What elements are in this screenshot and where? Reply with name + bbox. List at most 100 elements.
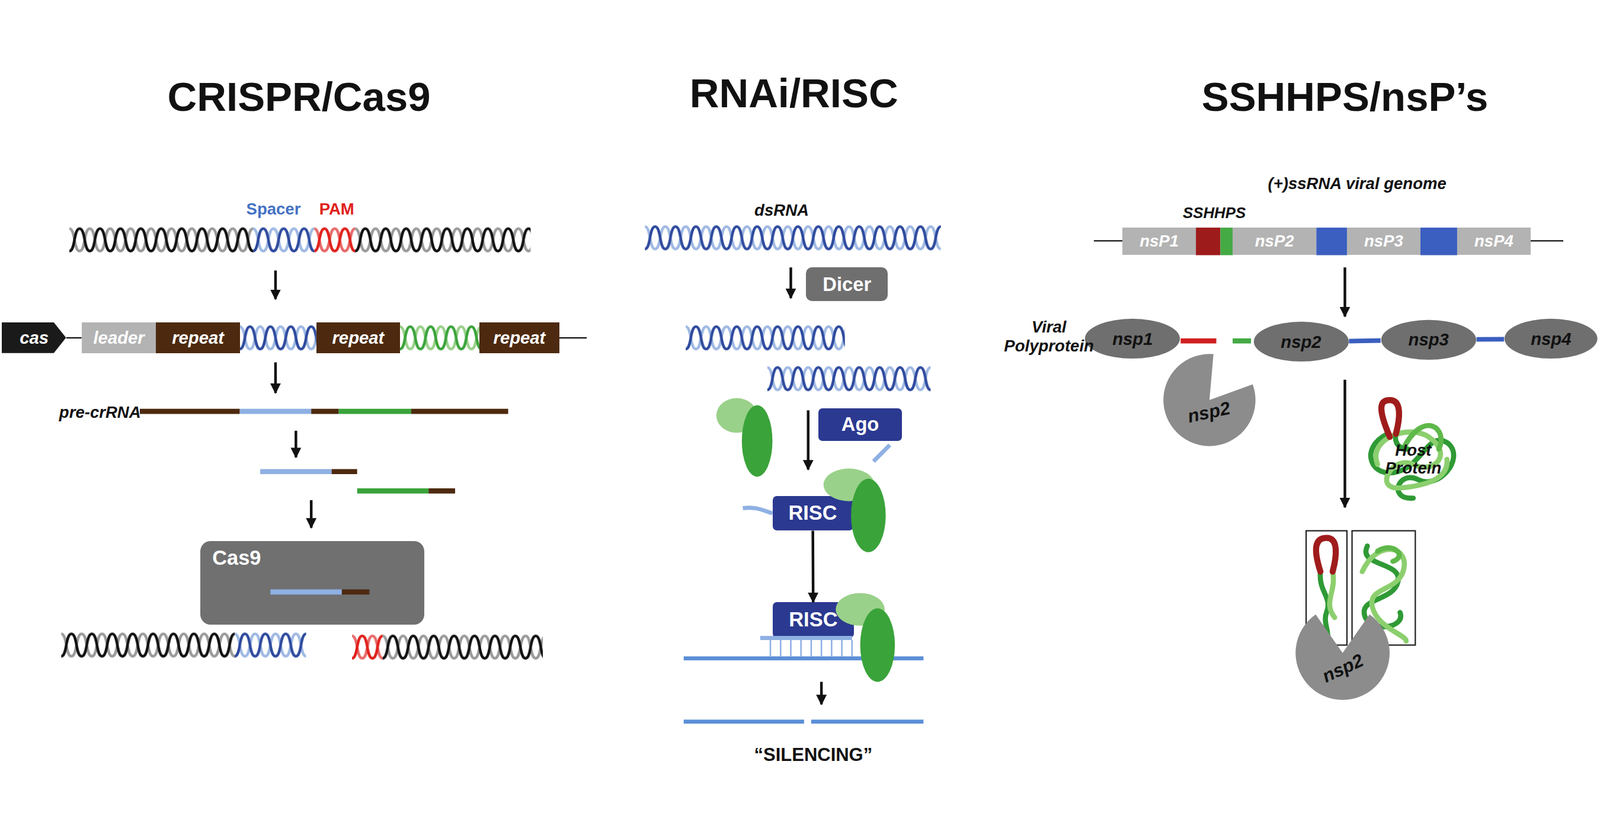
node-text: Host Protein	[1377, 441, 1450, 478]
ellipse-shape	[1253, 321, 1349, 362]
ellipse-shape	[1504, 318, 1598, 359]
repeat-box: repeat	[155, 322, 240, 354]
step-arrow	[294, 430, 297, 458]
spacer-helix	[234, 630, 307, 659]
panel-title: RNAi/RISC	[689, 70, 899, 118]
repeat-box: repeat	[479, 322, 559, 354]
dna-helix	[69, 225, 254, 255]
pam-helix	[314, 225, 355, 255]
molecule-label: Viral Polyprotein	[1000, 318, 1098, 356]
dicer-box: Dicer	[805, 267, 888, 302]
pacman-shape	[1293, 603, 1392, 702]
crrna	[331, 468, 358, 475]
node-text: cas	[19, 328, 49, 348]
pacman-shape	[1161, 352, 1258, 448]
cleaved-mrna	[683, 719, 805, 724]
crrna	[428, 488, 456, 494]
node-text: nsP4	[1474, 232, 1514, 251]
node-text: nsP2	[1255, 232, 1295, 251]
protein-ellipse: nsp4	[1504, 318, 1598, 360]
cleavage-block	[1220, 227, 1233, 256]
base-pairs	[770, 640, 853, 657]
genome-segment: nsP1	[1122, 227, 1196, 255]
linker-line	[1180, 338, 1216, 344]
genome-line	[1093, 240, 1123, 242]
node-text: nsP3	[1364, 232, 1404, 251]
genome-line	[1530, 240, 1564, 242]
passenger-strand	[873, 445, 891, 462]
node-text: repeat	[331, 328, 384, 348]
cleavage-block	[1420, 227, 1458, 256]
host-protein: Host Protein	[1367, 433, 1459, 485]
target-mrna	[683, 656, 924, 661]
pam-helix	[352, 632, 383, 662]
protein-ellipse: nsp3	[1380, 319, 1477, 361]
step-arrow	[309, 500, 313, 528]
viral-genome	[1093, 227, 1564, 256]
linker-line	[1232, 338, 1251, 344]
region-label: SSHHPS	[1182, 204, 1246, 223]
ellipse-shape	[1085, 318, 1180, 359]
node-text: nsp2	[1280, 332, 1321, 352]
protein-ellipse: nsp1	[1084, 318, 1181, 360]
risc-box: RISC	[772, 602, 855, 638]
node-text: repeat	[493, 328, 546, 348]
node-text: nsp1	[1112, 329, 1153, 349]
node-text: Dicer	[822, 273, 872, 296]
protein-blob	[741, 405, 773, 478]
protease-pacman: nsp2	[1293, 603, 1392, 702]
protein-blob	[823, 468, 875, 502]
node-text: nsp3	[1408, 330, 1449, 350]
dna-helix	[382, 632, 543, 662]
step-arrow	[274, 270, 277, 299]
genome-segment: nsP2	[1232, 227, 1317, 255]
repeat-rna	[411, 408, 509, 415]
leader-box: leader	[81, 322, 157, 354]
protein-blob	[835, 593, 885, 626]
spacer-rna	[338, 408, 412, 415]
molecule-label: dsRNA	[754, 200, 809, 220]
sirna-helix	[767, 364, 931, 393]
node-text: Ago	[841, 413, 880, 435]
target-dna	[69, 225, 531, 255]
dsrna	[644, 223, 941, 393]
risc-box: RISC	[772, 496, 854, 531]
pacman-shape	[1296, 614, 1391, 700]
protein-blob	[850, 478, 886, 553]
node-text: RISC	[788, 501, 837, 525]
rna-helix	[644, 223, 941, 252]
step-arrow	[274, 362, 277, 393]
host-protein-fold	[1370, 400, 1454, 499]
genome-segment: nsP4	[1457, 227, 1531, 255]
protein-blob	[860, 608, 896, 682]
guide-strand	[743, 507, 773, 514]
node-text: RISC	[788, 608, 838, 632]
spacer-helix	[253, 225, 315, 255]
spacer-helix	[400, 323, 480, 352]
sshhps-block	[1195, 227, 1221, 256]
cleavage-block	[1316, 227, 1347, 256]
guide-strand	[760, 635, 853, 640]
step-arrow	[807, 410, 810, 470]
protein-chain	[1329, 571, 1336, 618]
repeat-rna	[139, 408, 240, 415]
step-arrows	[275, 267, 1346, 704]
molecule-label: pre-crRNA	[59, 402, 142, 422]
panel-title: SSHHPS/nsP’s	[1201, 73, 1488, 121]
protein-ellipse: nsp2	[1253, 321, 1350, 363]
array-line	[559, 337, 587, 339]
node-text: leader	[93, 328, 144, 348]
linker-line	[1348, 338, 1381, 344]
pacman-shape	[1163, 353, 1256, 446]
array-line	[66, 337, 82, 339]
crrna	[260, 468, 332, 475]
panel-title: CRISPR/Cas9	[167, 73, 431, 121]
step-arrow	[1343, 267, 1346, 317]
genome-segment: nsP3	[1346, 227, 1421, 255]
protein-blob	[716, 398, 758, 434]
